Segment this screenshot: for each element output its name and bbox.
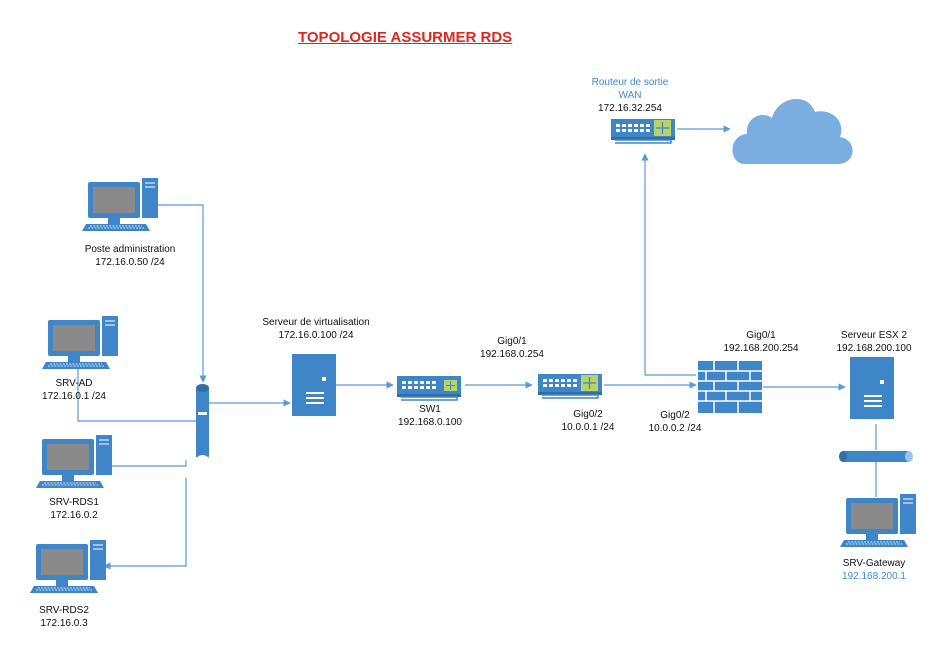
virt-name: Serveur de virtualisation	[262, 317, 370, 328]
link-fw-wan	[641, 153, 696, 376]
esx2-name: Serveur ESX 2	[840, 330, 908, 341]
firewall-icon	[698, 361, 762, 413]
fw-gig02-label: Gig0/2 10.0.0.2 /24	[635, 409, 715, 435]
rds1-name: SRV-RDS1	[49, 497, 99, 508]
sw1-name: SW1	[419, 404, 441, 415]
router1-gig01-ip: 192.168.0.254	[480, 349, 544, 360]
srvad-ip: 172.16.0.1 /24	[42, 391, 106, 402]
desktop-icon	[839, 493, 917, 548]
switch-icon	[396, 375, 462, 401]
desktop-icon	[29, 539, 107, 594]
cloud-icon	[732, 99, 853, 164]
server-icon	[850, 357, 894, 419]
wan-ip: 172.16.32.254	[598, 103, 662, 114]
sw1-ip: 192.168.0.100	[398, 417, 462, 428]
admin-ip: 172.16.0.50 /24	[95, 257, 165, 268]
link-srvad-hub	[77, 368, 196, 422]
router-icon	[610, 118, 676, 144]
server-icon	[292, 354, 336, 416]
desktop-icon	[35, 434, 113, 489]
rds2-ip: 172.16.0.3	[40, 618, 88, 629]
srvad-label: SRV-AD 172.16.0.1 /24	[30, 377, 118, 403]
router1-gig02-label: Gig0/2 10.0.0.1 /24	[548, 408, 628, 434]
router1-gig01-label: Gig0/1 192.168.0.254	[470, 335, 554, 361]
diagram-title: TOPOLOGIE ASSURMER RDS	[298, 29, 513, 46]
wan-label: Routeur de sortie WAN 172.16.32.254	[584, 76, 676, 115]
virt-ip: 172.16.0.100 /24	[278, 330, 354, 341]
fw-gig01-label: Gig0/1 192.168.200.254	[715, 329, 807, 355]
fw-gig02-ip: 10.0.0.2 /24	[648, 423, 702, 434]
fw-gig01-ip: 192.168.200.254	[723, 343, 799, 354]
wan-name: Routeur de sortie	[591, 77, 669, 88]
gateway-name: SRV-Gateway	[842, 558, 906, 569]
fw-gig02: Gig0/2	[660, 410, 690, 421]
admin-name: Poste administration	[84, 244, 176, 255]
virt-label: Serveur de virtualisation 172.16.0.100 /…	[246, 316, 386, 342]
admin-label: Poste administration 172.16.0.50 /24	[70, 243, 190, 269]
router1-gig02: Gig0/2	[573, 409, 603, 420]
router1-gig02-ip: 10.0.0.1 /24	[561, 422, 615, 433]
rds2-label: SRV-RDS2 172.16.0.3	[20, 604, 108, 630]
srvad-name: SRV-AD	[55, 378, 93, 389]
network-bus-icon	[839, 451, 913, 462]
desktop-icon	[41, 315, 119, 370]
fw-gig01: Gig0/1	[746, 330, 776, 341]
rds1-label: SRV-RDS1 172.16.0.2	[30, 496, 118, 522]
link-hub-rds2	[103, 478, 187, 570]
rds1-ip: 172.16.0.2	[50, 510, 98, 521]
sw1-label: SW1 192.168.0.100	[388, 403, 472, 429]
rds2-name: SRV-RDS2	[39, 605, 89, 616]
esx2-ip: 192.168.200.100	[836, 343, 912, 354]
desktop-icon	[81, 177, 159, 232]
hub-bus-icon	[196, 384, 209, 458]
router1-gig01: Gig0/1	[497, 336, 527, 347]
gateway-ip: 192.168.200.1	[842, 571, 906, 582]
gateway-label: SRV-Gateway 192.168.200.1	[826, 557, 922, 583]
wan-name2: WAN	[618, 90, 642, 101]
link-rds1-hub	[110, 460, 187, 467]
router-icon	[537, 373, 603, 399]
esx2-label: Serveur ESX 2 192.168.200.100	[826, 329, 922, 355]
link-admin-hub	[152, 204, 207, 383]
